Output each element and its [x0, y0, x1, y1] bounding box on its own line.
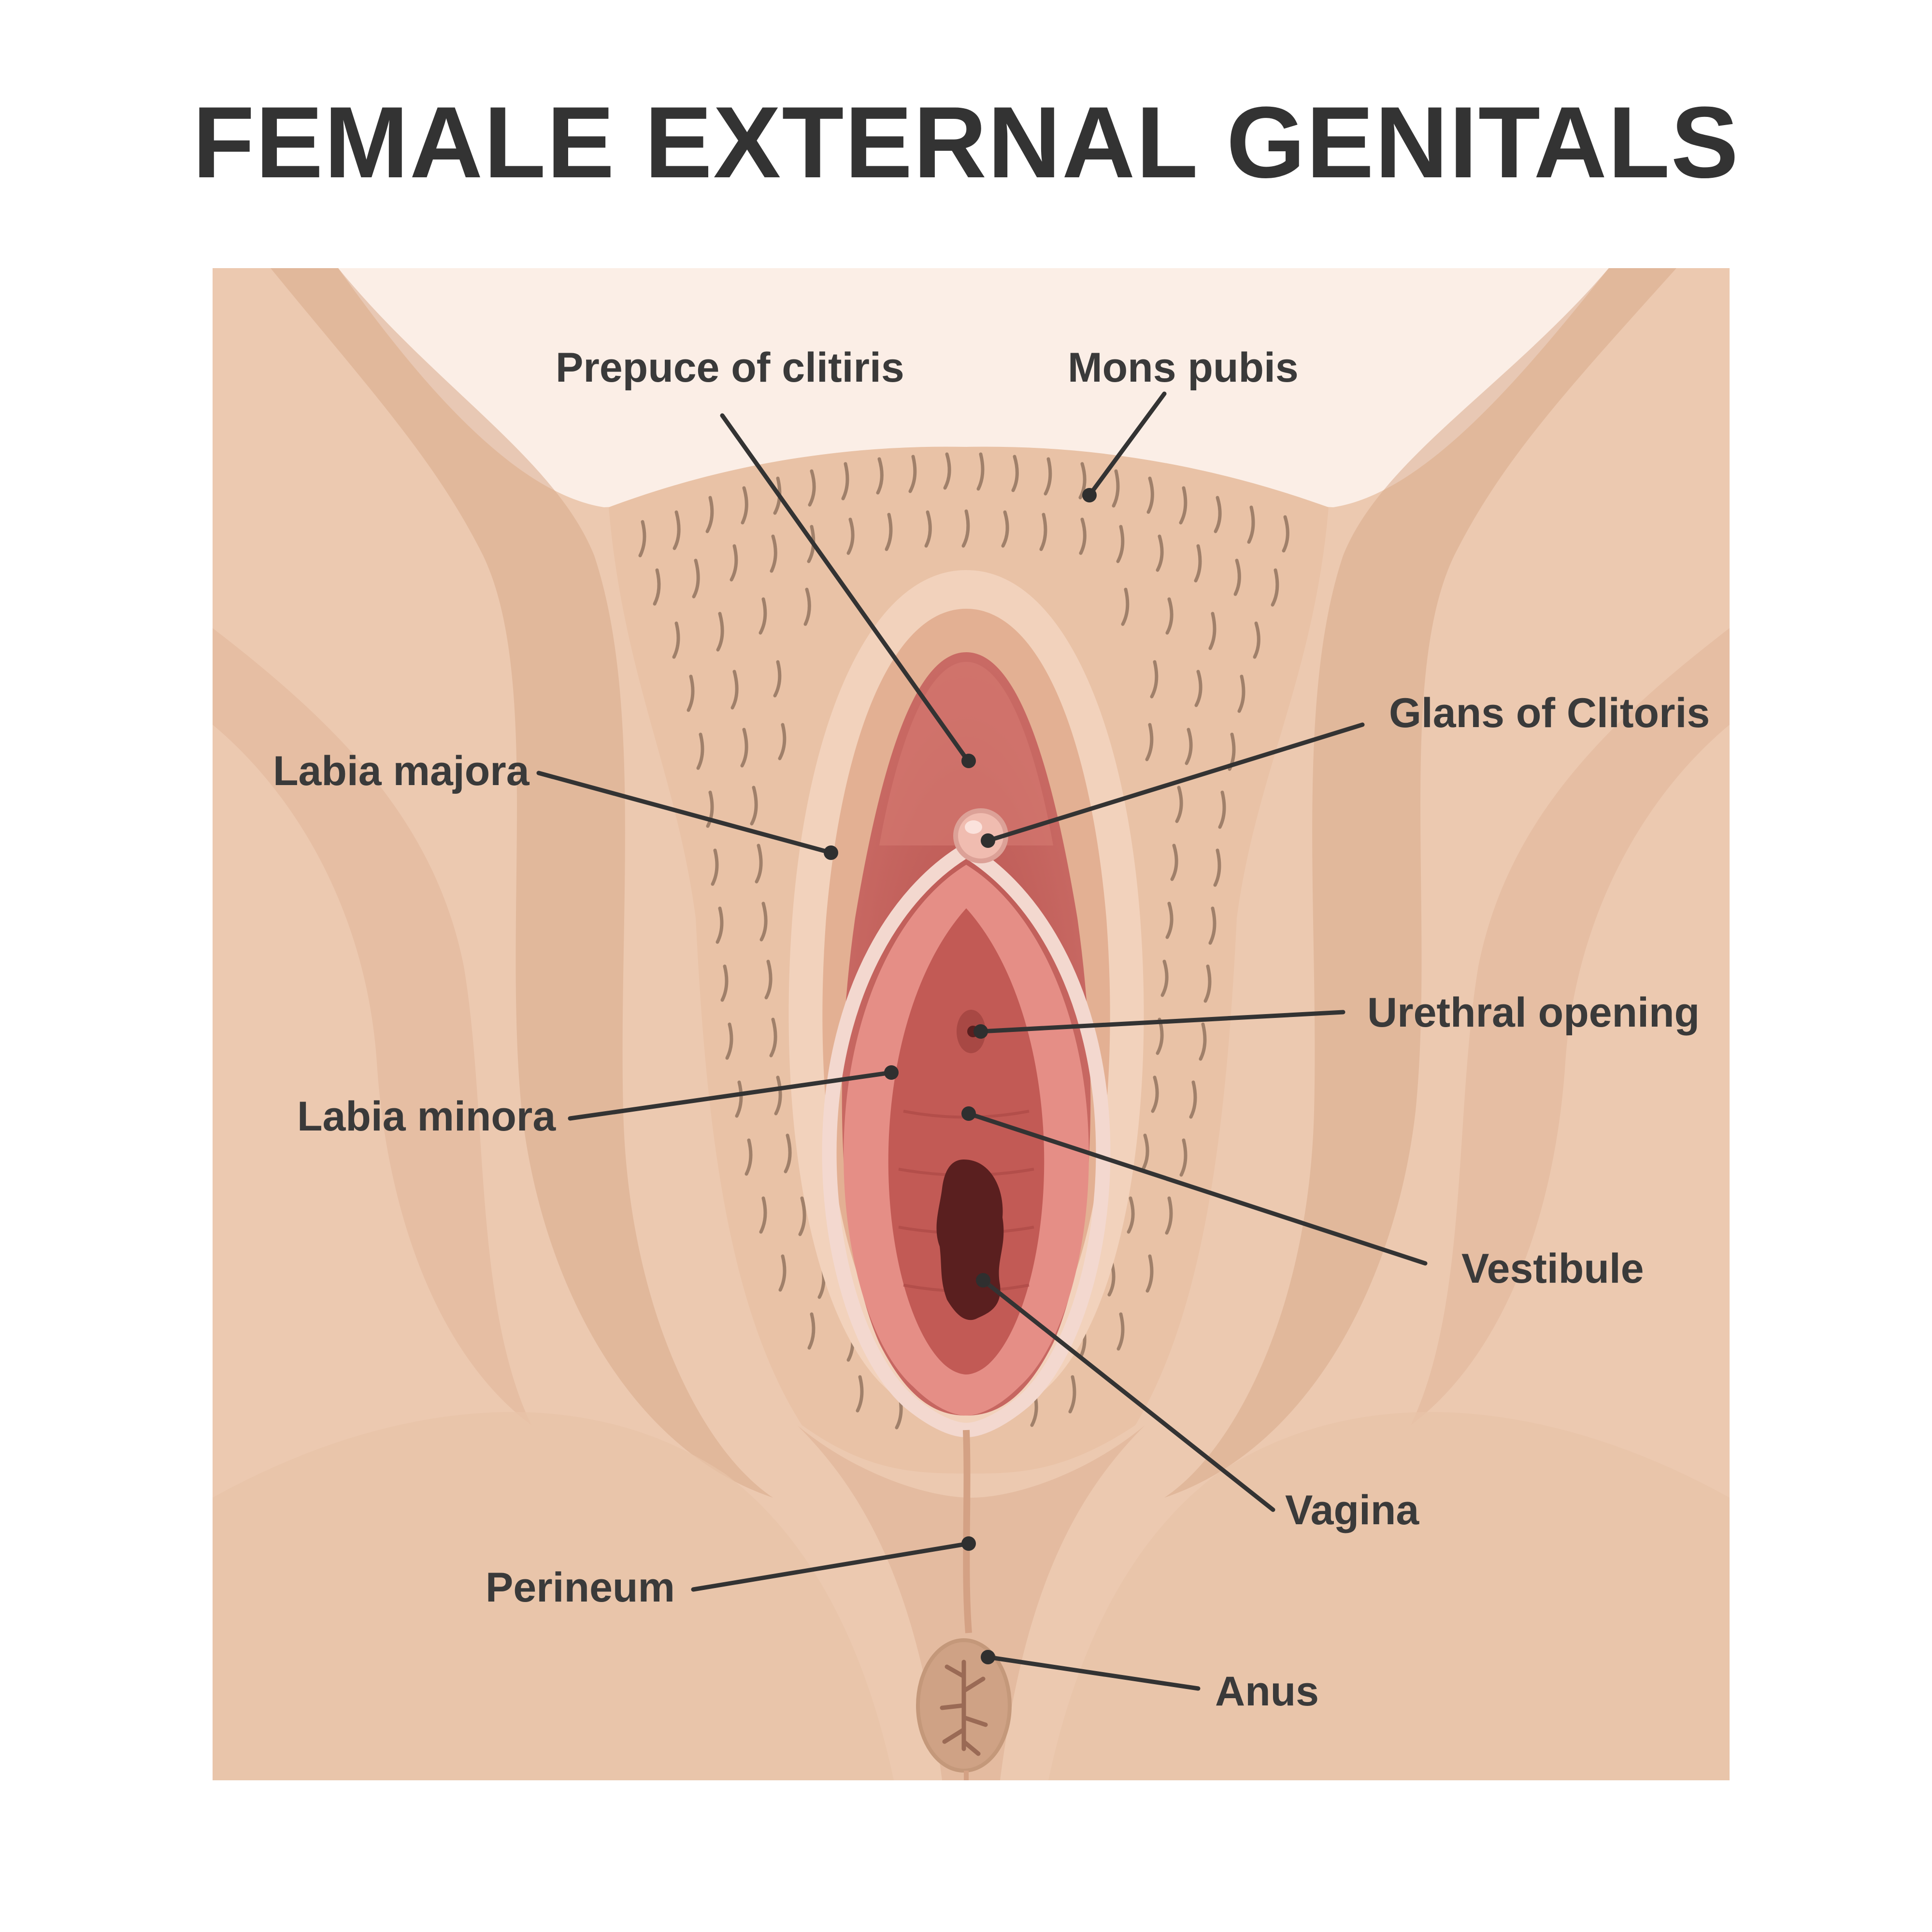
- lower-abdomen: [338, 268, 1609, 507]
- perineum-line: [963, 1430, 972, 1633]
- leader-perineum: [691, 1536, 976, 1592]
- leader-anus: [981, 1650, 1201, 1691]
- label-perineum: Perineum: [486, 1564, 675, 1611]
- leader-prepuce: [720, 413, 976, 768]
- vestibule-shape: [888, 908, 1045, 1374]
- label-mons-pubis: Mons pubis: [1068, 344, 1299, 391]
- leader-urethral-opening: [973, 1010, 1345, 1039]
- vaginal-opening: [936, 1159, 1004, 1320]
- leader-labia-minora: [568, 1065, 899, 1121]
- leader-vagina: [976, 1273, 1275, 1512]
- label-vagina: Vagina: [1285, 1487, 1419, 1533]
- label-labia-minora: Labia minora: [297, 1093, 556, 1140]
- anus-folds: [940, 1660, 988, 1756]
- leader-vestibule: [961, 1106, 1428, 1266]
- diagram-title: FEMALE EXTERNAL GENITALS: [192, 86, 1740, 199]
- leader-labia-majora: [536, 771, 838, 860]
- label-prepuce: Prepuce of clitiris: [556, 344, 904, 391]
- label-urethral-opening: Urethral opening: [1367, 989, 1700, 1036]
- label-vestibule: Vestibule: [1461, 1245, 1644, 1292]
- right-thigh-fold: [1164, 268, 1676, 1498]
- label-glans: Glans of Clitoris: [1389, 690, 1710, 736]
- label-anus: Anus: [1215, 1668, 1319, 1715]
- left-thigh-fold: [271, 268, 773, 1498]
- pubic-hair: [638, 452, 1289, 1430]
- label-labia-majora: Labia majora: [273, 748, 530, 794]
- leader-mons-pubis: [1082, 391, 1167, 502]
- leader-glans: [981, 722, 1365, 848]
